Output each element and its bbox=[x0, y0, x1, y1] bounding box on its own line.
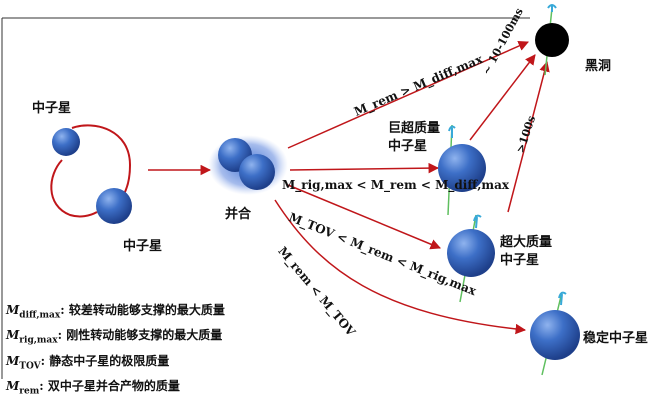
legend-item-diff-max: Mdiff,max: 较差转动能够支撑的最大质量 bbox=[6, 300, 225, 325]
stable-jet-icon bbox=[558, 291, 567, 306]
arrow-merger-to-supramassive bbox=[289, 162, 440, 174]
neutron-star-1 bbox=[52, 128, 80, 156]
legend-item-rem: Mrem: 双中子星并合产物的质量 bbox=[6, 376, 225, 401]
legend-item-tov: MTOV: 静态中子星的极限质量 bbox=[6, 351, 225, 376]
orbit-arc-left bbox=[50, 159, 98, 218]
legend-symbol: M bbox=[6, 379, 20, 394]
condition-to-supramassive: M_rig,max < M_rem < M_diff,max bbox=[282, 178, 509, 192]
arrow-merger-to-stable bbox=[274, 199, 527, 335]
black-hole bbox=[535, 23, 569, 57]
legend: Mdiff,max: 较差转动能够支撑的最大质量 Mrig,max: 刚性转动能… bbox=[6, 300, 225, 402]
arrow-supramassive-to-black-hole bbox=[469, 54, 536, 141]
legend-text: : 静态中子星的极限质量 bbox=[40, 353, 170, 368]
condition-to-supramassive-text: M_rig,max < M_rem < M_diff,max bbox=[282, 178, 510, 192]
legend-symbol: M bbox=[6, 353, 20, 368]
arrow-merger-to-hypermassive bbox=[287, 184, 441, 250]
legend-subscript: TOV bbox=[19, 361, 41, 372]
hypermassive-jet-icon bbox=[473, 214, 482, 229]
legend-symbol: M bbox=[6, 328, 20, 343]
legend-item-rig-max: Mrig,max: 刚性转动能够支撑的最大质量 bbox=[6, 325, 225, 350]
supramassive-jet-icon bbox=[448, 125, 456, 138]
arrow-merger-to-black-hole bbox=[287, 41, 529, 149]
stable-neutron-star bbox=[530, 310, 580, 360]
arrow-hypermassive-to-black-hole bbox=[507, 60, 550, 213]
legend-subscript: rem bbox=[19, 386, 40, 397]
legend-subscript: diff,max bbox=[19, 310, 61, 321]
supramassive-neutron-star bbox=[438, 144, 486, 192]
legend-text: : 较差转动能够支撑的最大质量 bbox=[60, 303, 225, 317]
label-supramassive-ns: 巨超质量 中子星 bbox=[388, 121, 441, 154]
hypermassive-neutron-star bbox=[447, 229, 495, 277]
label-black-hole: 黑洞 bbox=[585, 59, 612, 74]
merger-star-2 bbox=[239, 154, 275, 190]
legend-subscript: rig,max bbox=[19, 335, 58, 346]
legend-symbol: M bbox=[6, 303, 20, 317]
label-neutron-star-bottom: 中子星 bbox=[123, 239, 163, 254]
label-merger: 并合 bbox=[225, 207, 252, 222]
black-hole-jet-icon bbox=[547, 4, 557, 12]
diagram-canvas bbox=[1, 4, 580, 379]
label-hypermassive-ns: 超大质量 中子星 bbox=[500, 235, 553, 268]
label-neutron-star-top: 中子星 bbox=[32, 101, 72, 116]
legend-text: : 刚性转动能够支撑的最大质量 bbox=[57, 328, 223, 343]
label-stable-ns: 稳定中子星 bbox=[583, 331, 649, 346]
legend-text: : 双中子星并合产物的质量 bbox=[39, 379, 180, 394]
neutron-star-2 bbox=[96, 188, 132, 224]
